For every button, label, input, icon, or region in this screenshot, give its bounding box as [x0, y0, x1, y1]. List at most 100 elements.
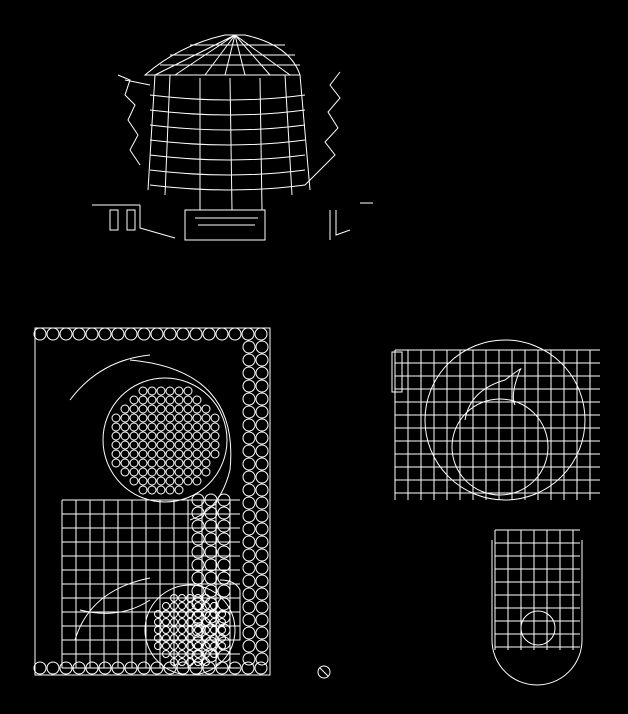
pattern-circle	[170, 618, 178, 626]
tree	[242, 366, 256, 380]
pond-outline	[102, 377, 228, 503]
pattern-circle	[174, 476, 184, 486]
pattern-circle	[202, 642, 210, 650]
pattern-circle	[165, 458, 175, 468]
pattern-circle	[218, 626, 226, 634]
tree	[72, 327, 86, 341]
tree	[255, 366, 269, 380]
floor-bands	[149, 94, 306, 191]
pattern-circle	[165, 485, 175, 495]
pattern-circle	[192, 395, 202, 405]
pattern-circle	[194, 626, 202, 634]
pattern-circle	[138, 386, 148, 396]
pattern-circle	[194, 618, 202, 626]
pattern-circle	[178, 650, 186, 658]
pattern-circle	[178, 618, 186, 626]
pattern-circle	[165, 422, 175, 432]
pattern-circle	[170, 626, 178, 634]
tree	[242, 652, 256, 666]
tree	[254, 327, 268, 341]
tree	[217, 506, 231, 520]
outer-plaza-circle	[424, 339, 586, 501]
tree	[217, 519, 231, 533]
pattern-circle	[138, 449, 148, 459]
pattern-circle	[154, 626, 162, 634]
tree	[191, 623, 205, 637]
pattern-circle	[186, 634, 194, 642]
tree	[215, 327, 229, 341]
pattern-circle	[192, 458, 202, 468]
tree	[204, 584, 218, 598]
balconies-left	[117, 74, 151, 166]
pattern-circle	[129, 422, 139, 432]
pattern-circle	[170, 634, 178, 642]
tree	[255, 353, 269, 367]
pattern-circle	[129, 449, 139, 459]
pattern-circle	[210, 618, 218, 626]
pattern-circle	[156, 404, 166, 414]
pattern-circle	[183, 413, 193, 423]
site-plan-left	[33, 327, 331, 679]
pattern-circle	[170, 602, 178, 610]
pattern-circle	[186, 650, 194, 658]
pattern-circle	[210, 610, 218, 618]
pattern-circle	[129, 467, 139, 477]
tree	[85, 327, 99, 341]
pattern-circle	[178, 594, 186, 602]
pattern-circle	[120, 458, 130, 468]
pattern-circle	[147, 422, 157, 432]
pattern-circle	[178, 634, 186, 642]
pattern-circle	[156, 467, 166, 477]
pattern-circle	[183, 476, 193, 486]
pattern-circle	[138, 431, 148, 441]
tree	[255, 457, 269, 471]
pattern-circle	[156, 395, 166, 405]
tree	[255, 574, 269, 588]
tree	[255, 444, 269, 458]
tree	[242, 392, 256, 406]
tree	[228, 327, 242, 341]
pattern-circle	[210, 650, 218, 658]
pattern-circle	[129, 395, 139, 405]
pattern-circle	[111, 431, 121, 441]
pattern-circle	[202, 626, 210, 634]
pattern-circle	[147, 386, 157, 396]
pattern-circle	[178, 642, 186, 650]
pattern-circle	[165, 395, 175, 405]
pattern-circle	[138, 404, 148, 414]
pattern-circle	[138, 485, 148, 495]
legend-block	[391, 351, 403, 393]
pattern-circle	[120, 467, 130, 477]
pattern-circle	[111, 440, 121, 450]
pattern-circle	[154, 618, 162, 626]
pattern-circle	[194, 594, 202, 602]
pattern-circle	[201, 449, 211, 459]
pattern-circle	[210, 449, 220, 459]
pattern-circle	[192, 449, 202, 459]
tree	[242, 639, 256, 653]
tree	[242, 405, 256, 419]
pattern-circle	[186, 658, 194, 666]
pattern-circle	[156, 413, 166, 423]
pattern-circle	[170, 650, 178, 658]
tree	[217, 584, 231, 598]
pattern-circle	[174, 440, 184, 450]
tree	[242, 457, 256, 471]
pattern-circle	[192, 440, 202, 450]
tree	[255, 652, 269, 666]
tree	[217, 545, 231, 559]
tree	[204, 558, 218, 572]
pattern-circle	[174, 449, 184, 459]
tree	[150, 661, 164, 675]
tree	[241, 661, 255, 675]
pattern-circle	[165, 386, 175, 396]
pattern-circle	[111, 458, 121, 468]
pattern-circle	[162, 650, 170, 658]
tree	[33, 327, 47, 341]
tree	[242, 600, 256, 614]
tree	[98, 661, 112, 675]
pattern-circle	[156, 476, 166, 486]
tree	[255, 379, 269, 393]
pattern-circle	[174, 386, 184, 396]
pattern-circle	[174, 404, 184, 414]
